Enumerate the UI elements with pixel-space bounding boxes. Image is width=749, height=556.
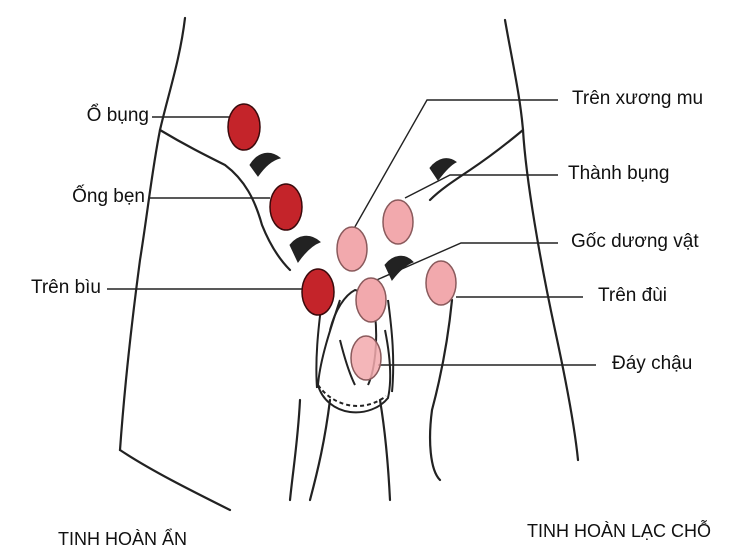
label-ong-ben: Ống bẹn (72, 187, 145, 206)
label-tren-biu: Trên bìu (31, 278, 101, 297)
leader-thanh-bung (405, 175, 558, 198)
label-o-bung: Ổ bụng (87, 106, 149, 125)
label-day-chau: Đáy chậu (612, 354, 692, 373)
label-goc-duong-vat: Gốc dương vật (571, 232, 699, 251)
marker-tren-xuong-mu (337, 227, 367, 271)
label-tren-dui: Trên đùi (598, 286, 667, 305)
label-tren-xuong-mu: Trên xương mu (572, 89, 703, 108)
marker-ong-ben (270, 184, 302, 230)
marker-goc-duong-vat (356, 278, 386, 322)
marker-thanh-bung (383, 200, 413, 244)
marker-o-bung (228, 104, 260, 150)
marker-tren-biu (302, 269, 334, 315)
label-thanh-bung: Thành bụng (568, 164, 669, 183)
caption-ectopic: TINH HOÀN LẠC CHỖ (527, 522, 711, 540)
marker-tren-dui (426, 261, 456, 305)
caption-undescended: TINH HOÀN ẨN (58, 530, 187, 548)
undescended-markers (228, 104, 334, 315)
marker-day-chau (351, 336, 381, 380)
